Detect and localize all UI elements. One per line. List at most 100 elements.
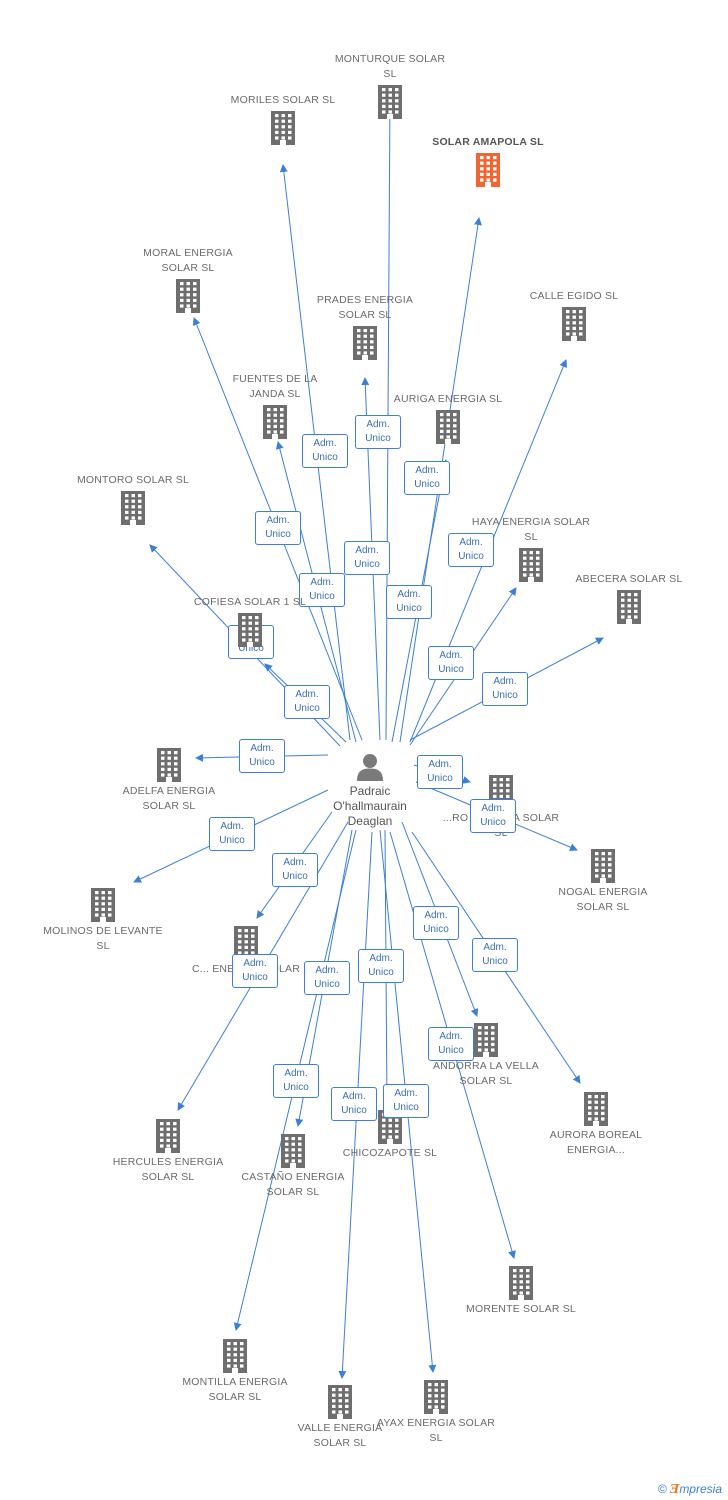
company-node[interactable]: CALLE EGIDO SL bbox=[514, 289, 634, 341]
role-badge-line2: Unico bbox=[238, 643, 264, 654]
role-badge-line1: Adm. bbox=[439, 1031, 463, 1042]
role-badge-line1: Adm. bbox=[459, 537, 483, 548]
role-badge-line1: Adm. bbox=[284, 1068, 308, 1079]
company-node[interactable]: NOGAL ENERGIA SOLAR SL bbox=[543, 846, 663, 915]
company-node[interactable]: MORENTE SOLAR SL bbox=[461, 1263, 581, 1317]
role-badge-line2: Unico bbox=[393, 1102, 419, 1113]
role-badge-line2: Unico bbox=[427, 773, 453, 784]
company-node[interactable]: AYAX ENERGIA SOLAR SL bbox=[376, 1377, 496, 1446]
role-badge-line1: Adm. bbox=[493, 676, 517, 687]
role-badge[interactable]: Adm.Unico bbox=[386, 585, 432, 619]
building-icon bbox=[271, 111, 295, 145]
company-node[interactable]: MONTORO SOLAR SL bbox=[73, 473, 193, 525]
company-name: ANDORRA LA VELLA SOLAR SL bbox=[433, 1060, 539, 1087]
brand-mark: © Ǝmpresia bbox=[658, 1482, 722, 1496]
building-icon bbox=[436, 410, 460, 444]
role-badge[interactable]: Adm. Unico bbox=[448, 533, 494, 567]
role-badge[interactable]: Adm.Unico bbox=[302, 434, 348, 468]
role-badge-line2: Unico bbox=[365, 433, 391, 444]
company-node[interactable]: HERCULES ENERGIA SOLAR SL bbox=[108, 1116, 228, 1185]
building-icon bbox=[353, 326, 377, 360]
building-icon bbox=[156, 1119, 180, 1153]
company-node[interactable]: ABECERA SOLAR SL bbox=[569, 572, 689, 624]
role-badge[interactable]: Adm.Unico bbox=[299, 573, 345, 607]
building-icon bbox=[263, 405, 287, 439]
company-node[interactable]: MONTILLA ENERGIA SOLAR SL bbox=[175, 1336, 295, 1405]
role-badge[interactable]: Adm.Unico bbox=[331, 1087, 377, 1121]
role-badge[interactable]: Adm.Unico bbox=[232, 954, 278, 988]
role-badge-line1: Adm. bbox=[220, 821, 244, 832]
building-icon bbox=[121, 491, 145, 525]
role-badge[interactable]: Adm.Unico bbox=[404, 461, 450, 495]
building-icon bbox=[157, 748, 181, 782]
copyright-symbol: © bbox=[657, 1482, 667, 1496]
building-icon bbox=[424, 1380, 448, 1414]
role-badge-line1: Adm. bbox=[394, 1088, 418, 1099]
company-name: SOLAR AMAPOLA SL bbox=[432, 136, 544, 148]
company-name: AYAX ENERGIA SOLAR SL bbox=[376, 1417, 496, 1444]
building-icon bbox=[591, 849, 615, 883]
building-icon bbox=[91, 888, 115, 922]
company-node[interactable]: SOLAR AMAPOLA SL bbox=[428, 135, 548, 187]
company-node[interactable]: FUENTES DE LA JANDA SL bbox=[215, 372, 335, 439]
role-badge-line2: Unico bbox=[438, 664, 464, 675]
role-badge-line1: Adm. bbox=[428, 759, 452, 770]
role-badge[interactable]: Adm.Unico bbox=[255, 511, 301, 545]
role-badge-line1: Adm. bbox=[342, 1091, 366, 1102]
company-node[interactable]: ANDORRA LA VELLA SOLAR SL bbox=[426, 1020, 546, 1089]
role-badge[interactable]: Adm. Unico bbox=[273, 1064, 319, 1098]
company-name: ABECERA SOLAR SL bbox=[575, 573, 683, 585]
role-badge[interactable]: Adm.Unico bbox=[284, 685, 330, 719]
role-badge-line2: Unico bbox=[423, 924, 449, 935]
company-name: MORAL ENERGIA SOLAR SL bbox=[143, 247, 233, 274]
company-node[interactable]: VALLE ENERGIA SOLAR SL bbox=[280, 1382, 400, 1451]
role-badge-line2: Unico bbox=[283, 1082, 309, 1093]
company-name: MONTORO SOLAR SL bbox=[76, 474, 190, 486]
role-badge-line1: Adm. bbox=[424, 910, 448, 921]
company-name: MORILES SOLAR SL bbox=[230, 94, 336, 106]
role-badge-line2: Unico bbox=[458, 551, 484, 562]
role-badge-line1: Adm. bbox=[283, 857, 307, 868]
company-name: AURIGA ENERGIA SL bbox=[393, 393, 503, 405]
role-badge[interactable]: Adm. Unico bbox=[383, 1084, 429, 1118]
company-name: MOLINOS DE LEVANTE SL bbox=[43, 925, 163, 952]
company-node[interactable]: MORAL ENERGIA SOLAR SL bbox=[128, 246, 248, 313]
role-badge[interactable]: Adm. Unico bbox=[413, 906, 459, 940]
company-node[interactable]: CASTAÑO ENERGIA SOLAR SL bbox=[233, 1131, 353, 1200]
company-node[interactable]: MONTURQUE SOLAR SL bbox=[330, 52, 450, 119]
company-node[interactable]: AURORA BOREAL ENERGIA... bbox=[536, 1089, 656, 1158]
role-badge[interactable]: Adm.Unico bbox=[239, 739, 285, 773]
building-icon bbox=[562, 307, 586, 341]
role-badge[interactable]: Adm.Unico bbox=[304, 961, 350, 995]
company-node[interactable]: COFIESA SOLAR 1 SL bbox=[190, 595, 310, 647]
building-icon bbox=[328, 1385, 352, 1419]
building-icon bbox=[176, 279, 200, 313]
role-badge-line2: Unico bbox=[282, 871, 308, 882]
company-node[interactable]: PRADES ENERGIA SOLAR SL bbox=[305, 293, 425, 360]
role-badge[interactable]: Adm. Unico bbox=[355, 415, 401, 449]
role-badge[interactable]: Adm. Unico bbox=[272, 853, 318, 887]
person-node[interactable]: Padraic O'hallmaurain Deaglan bbox=[315, 752, 425, 829]
company-node[interactable]: MOLINOS DE LEVANTE SL bbox=[43, 885, 163, 954]
role-badge-line1: Adm. bbox=[315, 965, 339, 976]
role-badge[interactable]: Adm.Unico bbox=[358, 949, 404, 983]
company-node[interactable]: AURIGA ENERGIA SL bbox=[388, 392, 508, 444]
role-badge-line1: Adm. bbox=[310, 577, 334, 588]
role-badge[interactable]: Adm.Unico bbox=[428, 1027, 474, 1061]
role-badge[interactable]: Adm.Unico bbox=[470, 799, 516, 833]
role-badge-line2: Unico bbox=[219, 835, 245, 846]
role-badge[interactable]: Adm. Unico bbox=[417, 755, 463, 789]
role-badge-line2: Unico bbox=[492, 690, 518, 701]
role-badge-line1: Adm. bbox=[266, 515, 290, 526]
role-badge[interactable]: Adm.Unico bbox=[344, 541, 390, 575]
role-badge[interactable]: Adm. Unico bbox=[209, 817, 255, 851]
role-badge-line1: Adm. bbox=[415, 465, 439, 476]
company-node[interactable]: ADELFA ENERGIA SOLAR SL bbox=[109, 745, 229, 814]
company-node[interactable]: HAYA ENERGIA SOLAR SL bbox=[471, 515, 591, 582]
company-name: CHICOZAPOTE SL bbox=[342, 1147, 438, 1159]
company-node[interactable]: MORILES SOLAR SL bbox=[223, 93, 343, 145]
role-badge-line1: Adm. bbox=[366, 419, 390, 430]
role-badge[interactable]: Adm.Unico bbox=[472, 938, 518, 972]
role-badge[interactable]: Adm.Unico bbox=[428, 646, 474, 680]
role-badge[interactable]: Adm. Unico bbox=[482, 672, 528, 706]
